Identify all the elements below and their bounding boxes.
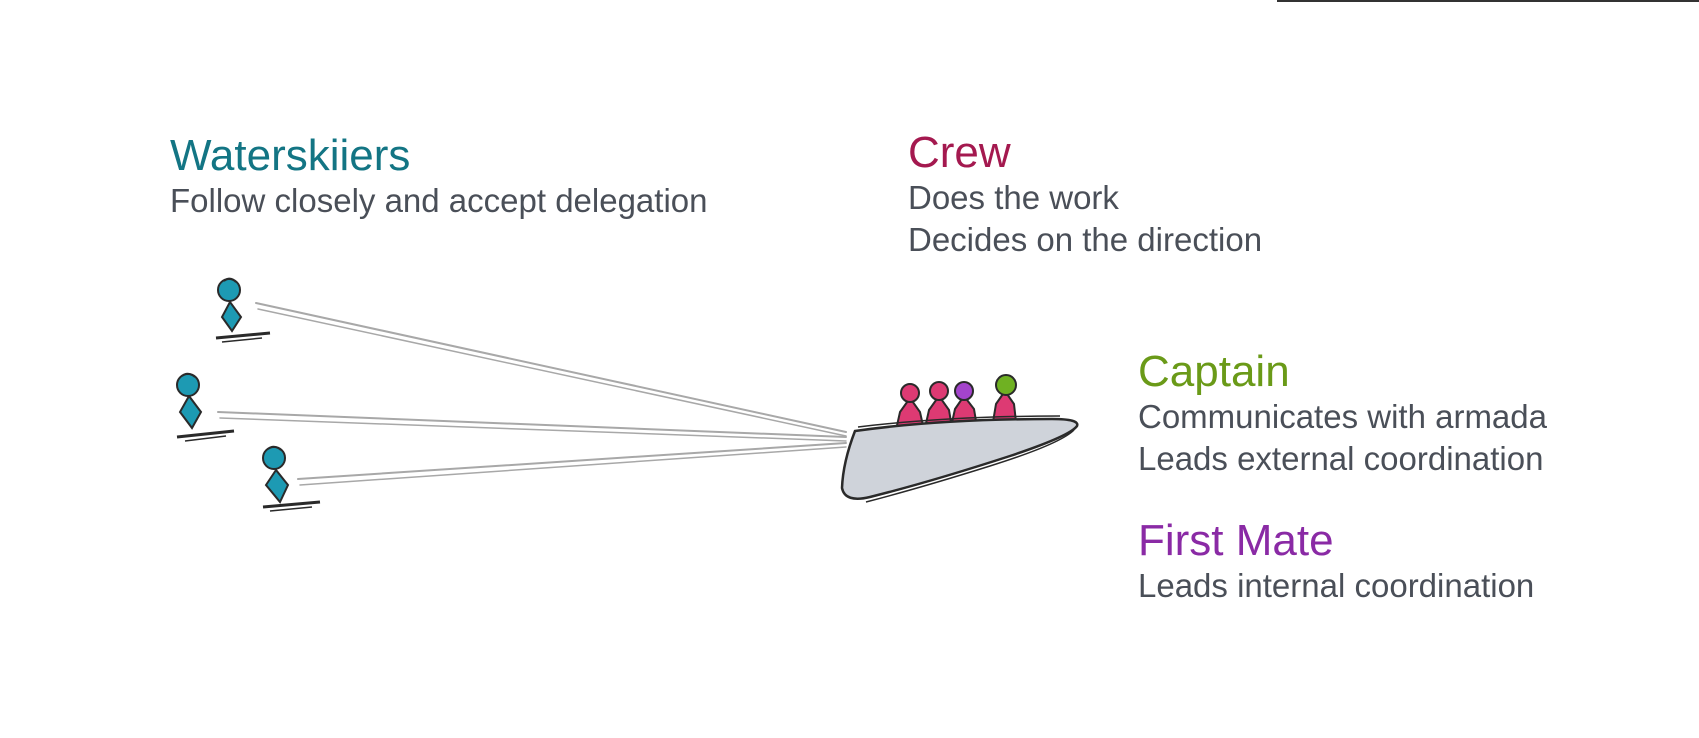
first-mate-label: First Mate Leads internal coordination	[1138, 517, 1534, 607]
crew-title: Crew	[908, 128, 1011, 177]
first-mate-title: First Mate	[1138, 516, 1334, 565]
captain-description-1: Communicates with armada	[1138, 398, 1547, 435]
captain-icon	[991, 374, 1018, 423]
tow-rope-top	[255, 302, 847, 437]
waterskier-middle-icon	[176, 372, 235, 442]
tow-rope-middle	[217, 411, 847, 442]
waterskier-top-icon	[215, 277, 271, 343]
crew-description-1: Does the work	[908, 179, 1119, 216]
tow-ropes	[217, 302, 847, 486]
first-mate-description-1: Leads internal coordination	[1138, 567, 1535, 604]
crew-label: Crew Does the work Decides on the direct…	[908, 129, 1262, 261]
captain-label: Captain Communicates with armada Leads e…	[1138, 348, 1547, 480]
crew-description-2: Decides on the direction	[908, 221, 1263, 258]
waterskiiers-label: Waterskiiers Follow closely and accept d…	[170, 132, 708, 222]
speedboat-icon	[840, 415, 1079, 503]
top-divider	[1277, 0, 1699, 2]
tow-rope-bottom	[297, 442, 847, 486]
waterskiiers-description-1: Follow closely and accept delegation	[170, 182, 708, 219]
captain-description-2: Leads external coordination	[1138, 440, 1544, 477]
captain-title: Captain	[1138, 347, 1290, 396]
waterskier-bottom-icon	[262, 445, 321, 512]
waterskiiers-title: Waterskiiers	[170, 131, 411, 180]
